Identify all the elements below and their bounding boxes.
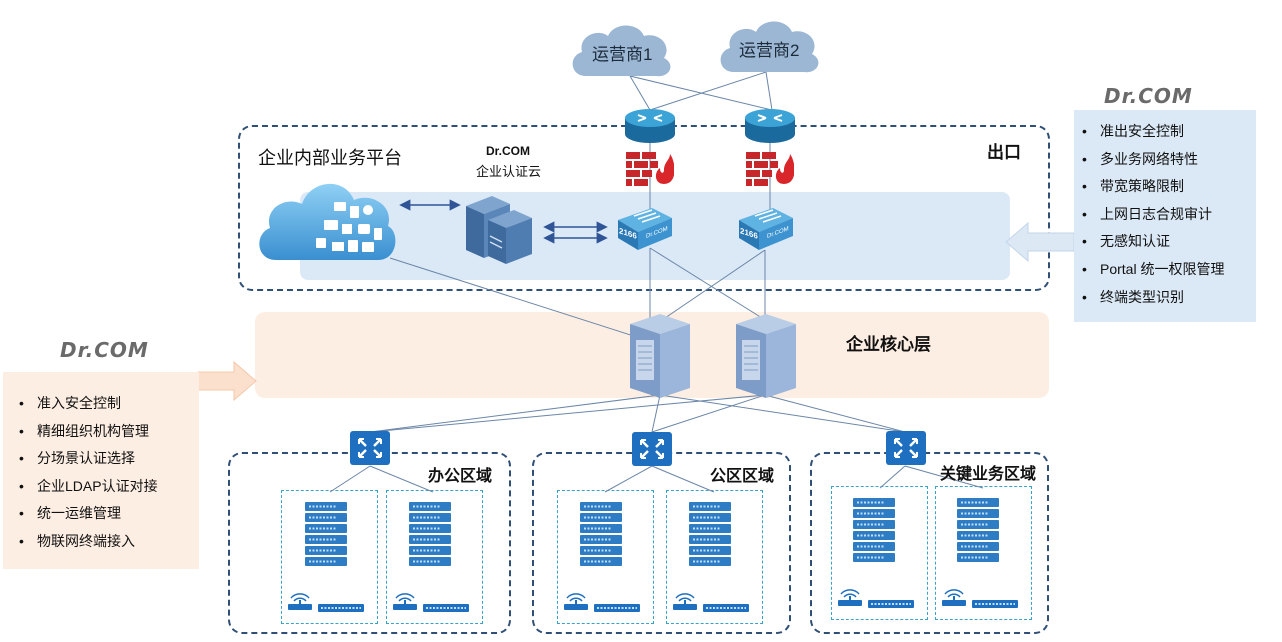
left-feature-panel: 准入安全控制 精细组织机构管理 分场景认证选择 企业LDAP认证对接 统一运维管… bbox=[3, 372, 199, 569]
business-cloud-icon bbox=[259, 183, 396, 260]
list-item: 统一运维管理 bbox=[11, 500, 158, 528]
office-subarea-1 bbox=[281, 490, 378, 624]
list-item: 企业LDAP认证对接 bbox=[11, 473, 158, 501]
drcom-2166-appliance: 2166 Dr.COM bbox=[612, 204, 674, 252]
critical-subarea-1 bbox=[831, 486, 928, 620]
distribution-switch-icon bbox=[886, 431, 926, 465]
public-zone-label: 公区区域 bbox=[710, 468, 775, 485]
list-item: Portal 统一权限管理 bbox=[1074, 256, 1224, 284]
office-zone-label: 办公区域 bbox=[428, 468, 493, 485]
isp1-cloud-icon bbox=[572, 25, 671, 77]
right-feature-panel: 准出安全控制 多业务网络特性 带宽策略限制 上网日志合规审计 无感知认证 Por… bbox=[1074, 110, 1256, 322]
critical-subarea-2 bbox=[935, 486, 1032, 620]
office-subarea-2 bbox=[386, 490, 483, 624]
list-item: 无感知认证 bbox=[1074, 228, 1224, 256]
auth-cloud-server-icon bbox=[466, 196, 532, 264]
critical-zone-label: 关键业务区域 bbox=[940, 466, 1037, 483]
exit-label: 出口 bbox=[987, 143, 1021, 162]
router-icon bbox=[745, 109, 795, 143]
list-item: 准入安全控制 bbox=[11, 390, 158, 418]
auth-cloud-brand: Dr.COM bbox=[486, 144, 531, 158]
right-panel-arrow bbox=[1005, 221, 1075, 263]
list-item: 多业务网络特性 bbox=[1074, 146, 1224, 174]
public-subarea-1 bbox=[557, 490, 654, 624]
drcom-2166-appliance: 2166 Dr.COM bbox=[733, 204, 795, 252]
distribution-switch-icon bbox=[350, 431, 390, 465]
auth-cloud-name: 企业认证云 bbox=[476, 164, 542, 179]
router-icon bbox=[625, 109, 675, 143]
list-item: 精细组织机构管理 bbox=[11, 418, 158, 446]
critical-zone-frame bbox=[810, 452, 1049, 634]
list-item: 物联网终端接入 bbox=[11, 528, 158, 556]
firewall-icon bbox=[746, 152, 794, 186]
core-switch-icon bbox=[736, 314, 796, 398]
list-item: 上网日志合规审计 bbox=[1074, 201, 1224, 229]
list-item: 分场景认证选择 bbox=[11, 445, 158, 473]
list-item: 终端类型识别 bbox=[1074, 284, 1224, 312]
isp2-label: 运营商2 bbox=[739, 41, 800, 60]
core-switch-icon bbox=[630, 314, 690, 398]
left-panel-arrow bbox=[197, 360, 257, 402]
distribution-switch-icon bbox=[632, 432, 672, 466]
firewall-icon bbox=[626, 152, 674, 186]
platform-title: 企业内部业务平台 bbox=[258, 148, 402, 168]
left-feature-list: 准入安全控制 精细组织机构管理 分场景认证选择 企业LDAP认证对接 统一运维管… bbox=[11, 390, 158, 556]
isp1-label: 运营商1 bbox=[592, 45, 653, 64]
left-panel-brand-logo: Dr.COM bbox=[60, 338, 149, 362]
list-item: 准出安全控制 bbox=[1074, 118, 1224, 146]
right-feature-list: 准出安全控制 多业务网络特性 带宽策略限制 上网日志合规审计 无感知认证 Por… bbox=[1074, 118, 1224, 311]
public-subarea-2 bbox=[666, 490, 763, 624]
list-item: 带宽策略限制 bbox=[1074, 173, 1224, 201]
core-label: 企业核心层 bbox=[846, 335, 931, 354]
isp2-cloud-icon bbox=[720, 21, 819, 73]
right-panel-brand-logo: Dr.COM bbox=[1104, 84, 1193, 108]
